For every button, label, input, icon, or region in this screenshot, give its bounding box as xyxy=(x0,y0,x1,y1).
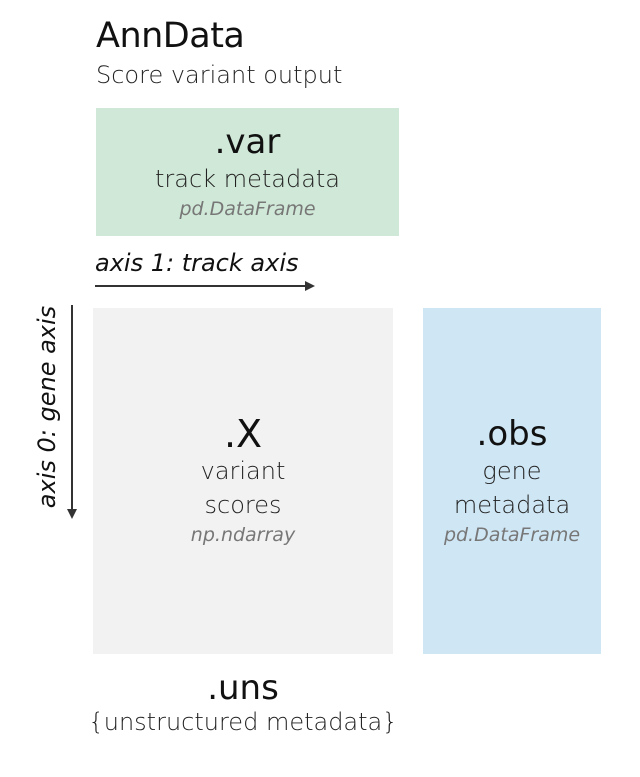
obs-description-line-1: gene xyxy=(482,457,542,485)
x-description-line-2: scores xyxy=(204,491,282,519)
var-name: .var xyxy=(214,122,281,162)
var-type: pd.DataFrame xyxy=(179,198,316,220)
obs-description-line-2: metadata xyxy=(453,491,571,519)
obs-type: pd.DataFrame xyxy=(443,524,581,546)
x-type: np.ndarray xyxy=(190,524,296,546)
var-block: .var track metadata pd.DataFrame xyxy=(96,108,399,236)
axis-0-arrow xyxy=(67,305,77,519)
diagram-title: AnnData xyxy=(96,16,245,56)
uns-description: {unstructured metadata} xyxy=(88,708,398,736)
axis-0-label: axis 0: gene axis xyxy=(33,305,61,509)
uns-name: .uns xyxy=(207,668,279,708)
axis-1-arrow xyxy=(95,281,315,291)
x-block: .X variant scores np.ndarray xyxy=(93,308,393,654)
axis-1-label: axis 1: track axis xyxy=(95,249,299,277)
obs-name: .obs xyxy=(476,414,548,454)
obs-block: .obs gene metadata pd.DataFrame xyxy=(423,308,601,654)
var-description: track metadata xyxy=(154,165,341,193)
diagram-subtitle: Score variant output xyxy=(96,61,343,89)
x-name: .X xyxy=(223,412,263,456)
x-description-line-1: variant xyxy=(200,457,286,485)
